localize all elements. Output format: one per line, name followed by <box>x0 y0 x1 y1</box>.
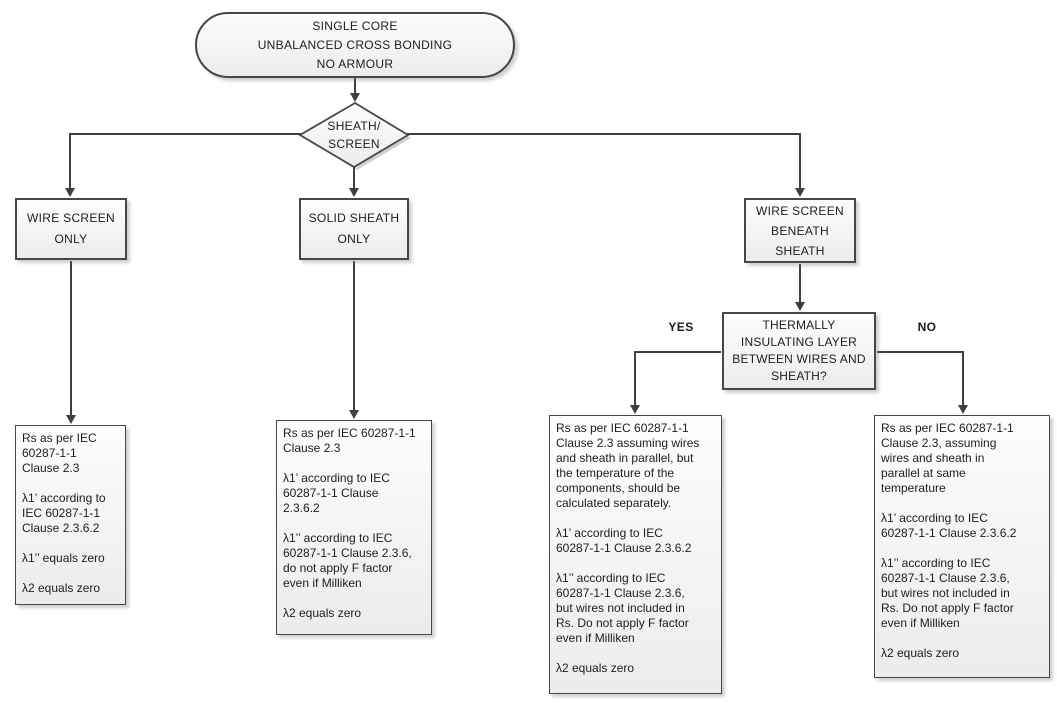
arrowhead-icon <box>349 410 359 419</box>
thermal-layer-decision: THERMALLY INSULATING LAYER BETWEEN WIRES… <box>722 312 876 390</box>
arrowhead-icon <box>795 188 805 197</box>
arrowhead-icon <box>349 188 359 197</box>
edge-thermal-no <box>877 351 964 406</box>
arrowhead-icon <box>65 188 75 197</box>
edge-decision-to-wire-screen-only <box>69 133 301 189</box>
arrowhead-icon <box>795 302 805 311</box>
result-thermal-layer-no: Rs as per IEC 60287-1-1 Clause 2.3, assu… <box>874 415 1050 678</box>
start-terminator: SINGLE CORE UNBALANCED CROSS BONDING NO … <box>195 12 515 78</box>
result-solid-sheath-only: Rs as per IEC 60287-1-1 Clause 2.3 λ1’ a… <box>276 420 432 635</box>
arrowhead-icon <box>66 415 76 424</box>
branch-wire-screen-only: WIRE SCREEN ONLY <box>15 198 127 260</box>
branch-solid-sheath-only: SOLID SHEATH ONLY <box>299 198 409 260</box>
sheath-screen-decision-label: SHEATH/ SCREEN <box>327 119 381 151</box>
arrowhead-icon <box>350 93 360 102</box>
edge-label-yes: YES <box>668 320 694 334</box>
edge-thermal-yes <box>634 351 721 406</box>
edge-decision-to-wire-screen-beneath <box>407 133 801 189</box>
branch-wire-screen-beneath-sheath: WIRE SCREEN BENEATH SHEATH <box>744 198 856 263</box>
result-wire-screen-only: Rs as per IEC 60287-1-1 Clause 2.3 λ1’ a… <box>15 425 126 605</box>
arrowhead-icon <box>630 405 640 414</box>
edge-label-no: NO <box>917 320 937 334</box>
arrowhead-icon <box>958 405 968 414</box>
result-thermal-layer-yes: Rs as per IEC 60287-1-1 Clause 2.3 assum… <box>549 415 722 694</box>
